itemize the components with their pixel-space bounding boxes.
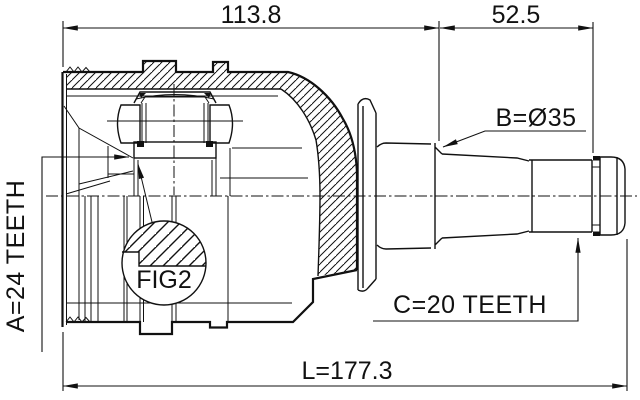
race-hub-lines (133, 158, 217, 196)
needle-cage-lines (141, 103, 209, 143)
housing (61, 59, 359, 336)
roller-cap-inner (135, 94, 215, 104)
label-a-text: A=24 TEETH (2, 180, 30, 333)
seal-block-left (137, 141, 144, 147)
snap-ring-groove (592, 166, 600, 226)
housing-outer-top-profile (63, 59, 359, 270)
groove-shoulder-bottom (593, 231, 600, 236)
boot-land-lines (84, 196, 99, 321)
label-a-leader (41, 154, 130, 352)
groove-shoulder-top (593, 156, 600, 161)
fig2-hatch (122, 221, 206, 266)
bore-entry-cone (63, 105, 134, 195)
shaft (357, 97, 626, 292)
housing-dome-wall-hatch (281, 70, 357, 276)
boot-groove-serration-top (65, 66, 91, 73)
roller-assembly (107, 84, 243, 196)
dim-total-text: L=177.3 (301, 357, 392, 385)
label-c: C=20 TEETH (373, 237, 581, 322)
roller-cap-outer (133, 91, 217, 104)
shaft-section-main (441, 153, 530, 239)
inner-race-band (133, 141, 217, 159)
dim-113-8-text: 113.8 (221, 1, 282, 29)
label-c-leader (373, 237, 581, 322)
dim-52-5-text: 52.5 (492, 1, 541, 29)
label-a: A=24 TEETH (2, 154, 130, 352)
cavity-track-lines (220, 147, 308, 196)
shaft-section-b (376, 142, 443, 250)
label-c-text: C=20 TEETH (393, 291, 547, 319)
boot-groove-serration-bottom (65, 316, 91, 323)
label-b-leader (442, 130, 586, 148)
label-b-text: B=Ø35 (495, 104, 576, 132)
housing-bottom-profile (66, 268, 358, 336)
label-b: B=Ø35 (442, 104, 586, 148)
boot-flange (357, 97, 377, 292)
roller-left-block (116, 104, 141, 144)
dimension-bottom: L=177.3 (62, 239, 628, 391)
seal-block-right (206, 141, 213, 147)
bottom-extension-lines (62, 239, 628, 391)
dimensions-top: 113.8 52.5 (62, 1, 594, 153)
fig2-step-profile (122, 251, 206, 267)
fig2-leader-arrow (137, 163, 153, 223)
cavity-inner-wall (280, 88, 321, 277)
fig2-callout: FIG2 (121, 163, 207, 306)
shaft-spline-section (529, 159, 593, 233)
shaft-end-cap (599, 156, 626, 236)
housing-top-wall-hatch (66, 61, 284, 89)
roller-right-block (209, 104, 234, 144)
fig2-label: FIG2 (136, 266, 192, 294)
